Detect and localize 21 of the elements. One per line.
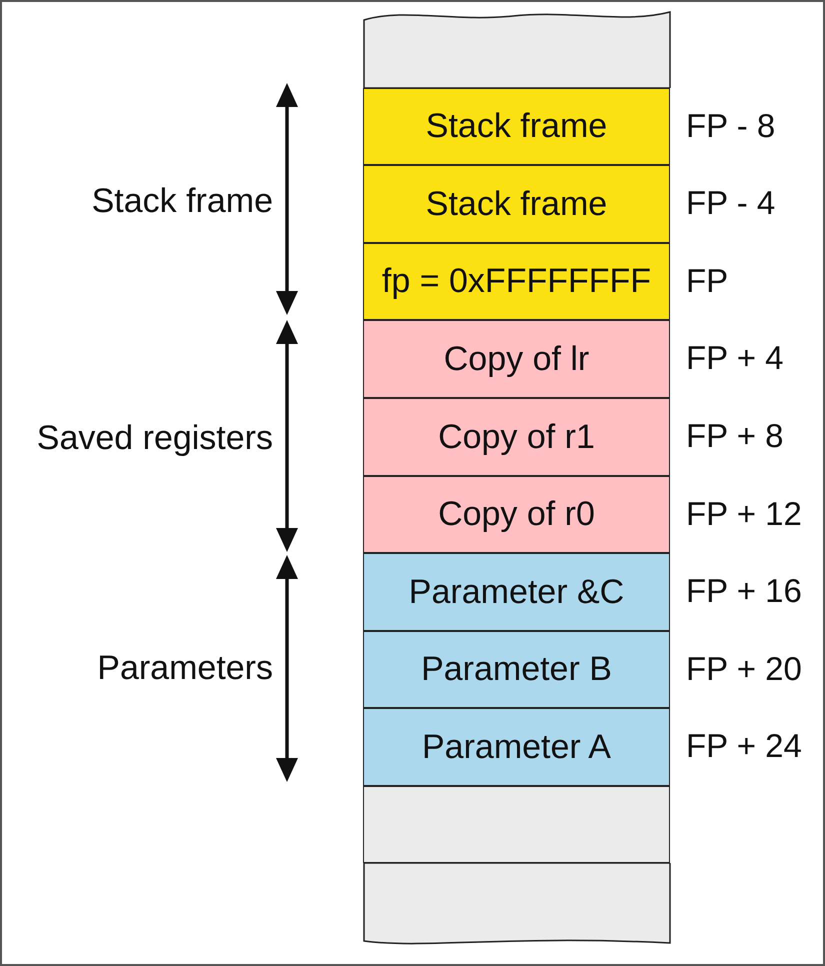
- memory-cell: Copy of lr: [363, 320, 670, 398]
- offset-label: FP + 12: [686, 494, 802, 532]
- memory-cell: Parameter B: [363, 631, 670, 708]
- memory-cell: Stack frame: [363, 165, 670, 243]
- memory-cell: Copy of r1: [363, 398, 670, 476]
- group-label: Stack frame: [92, 182, 273, 221]
- memory-cell: Parameter A: [363, 708, 670, 786]
- offset-label: FP + 20: [686, 650, 802, 688]
- group-label: Parameters: [97, 649, 273, 688]
- offset-label: FP + 16: [686, 572, 802, 610]
- offset-label: FP + 24: [686, 727, 802, 765]
- memory-cell: fp = 0xFFFFFFFF: [363, 243, 670, 320]
- memory-cell: Copy of r0: [363, 476, 670, 553]
- offset-label: FP: [686, 262, 728, 300]
- offset-label: FP + 4: [686, 339, 784, 377]
- group-label: Saved registers: [36, 419, 273, 458]
- memory-cell: Parameter &C: [363, 553, 670, 631]
- offset-label: FP - 8: [686, 106, 776, 144]
- offset-label: FP + 8: [686, 417, 784, 455]
- memory-cell: Stack frame: [363, 88, 670, 165]
- offset-label: FP - 4: [686, 184, 776, 222]
